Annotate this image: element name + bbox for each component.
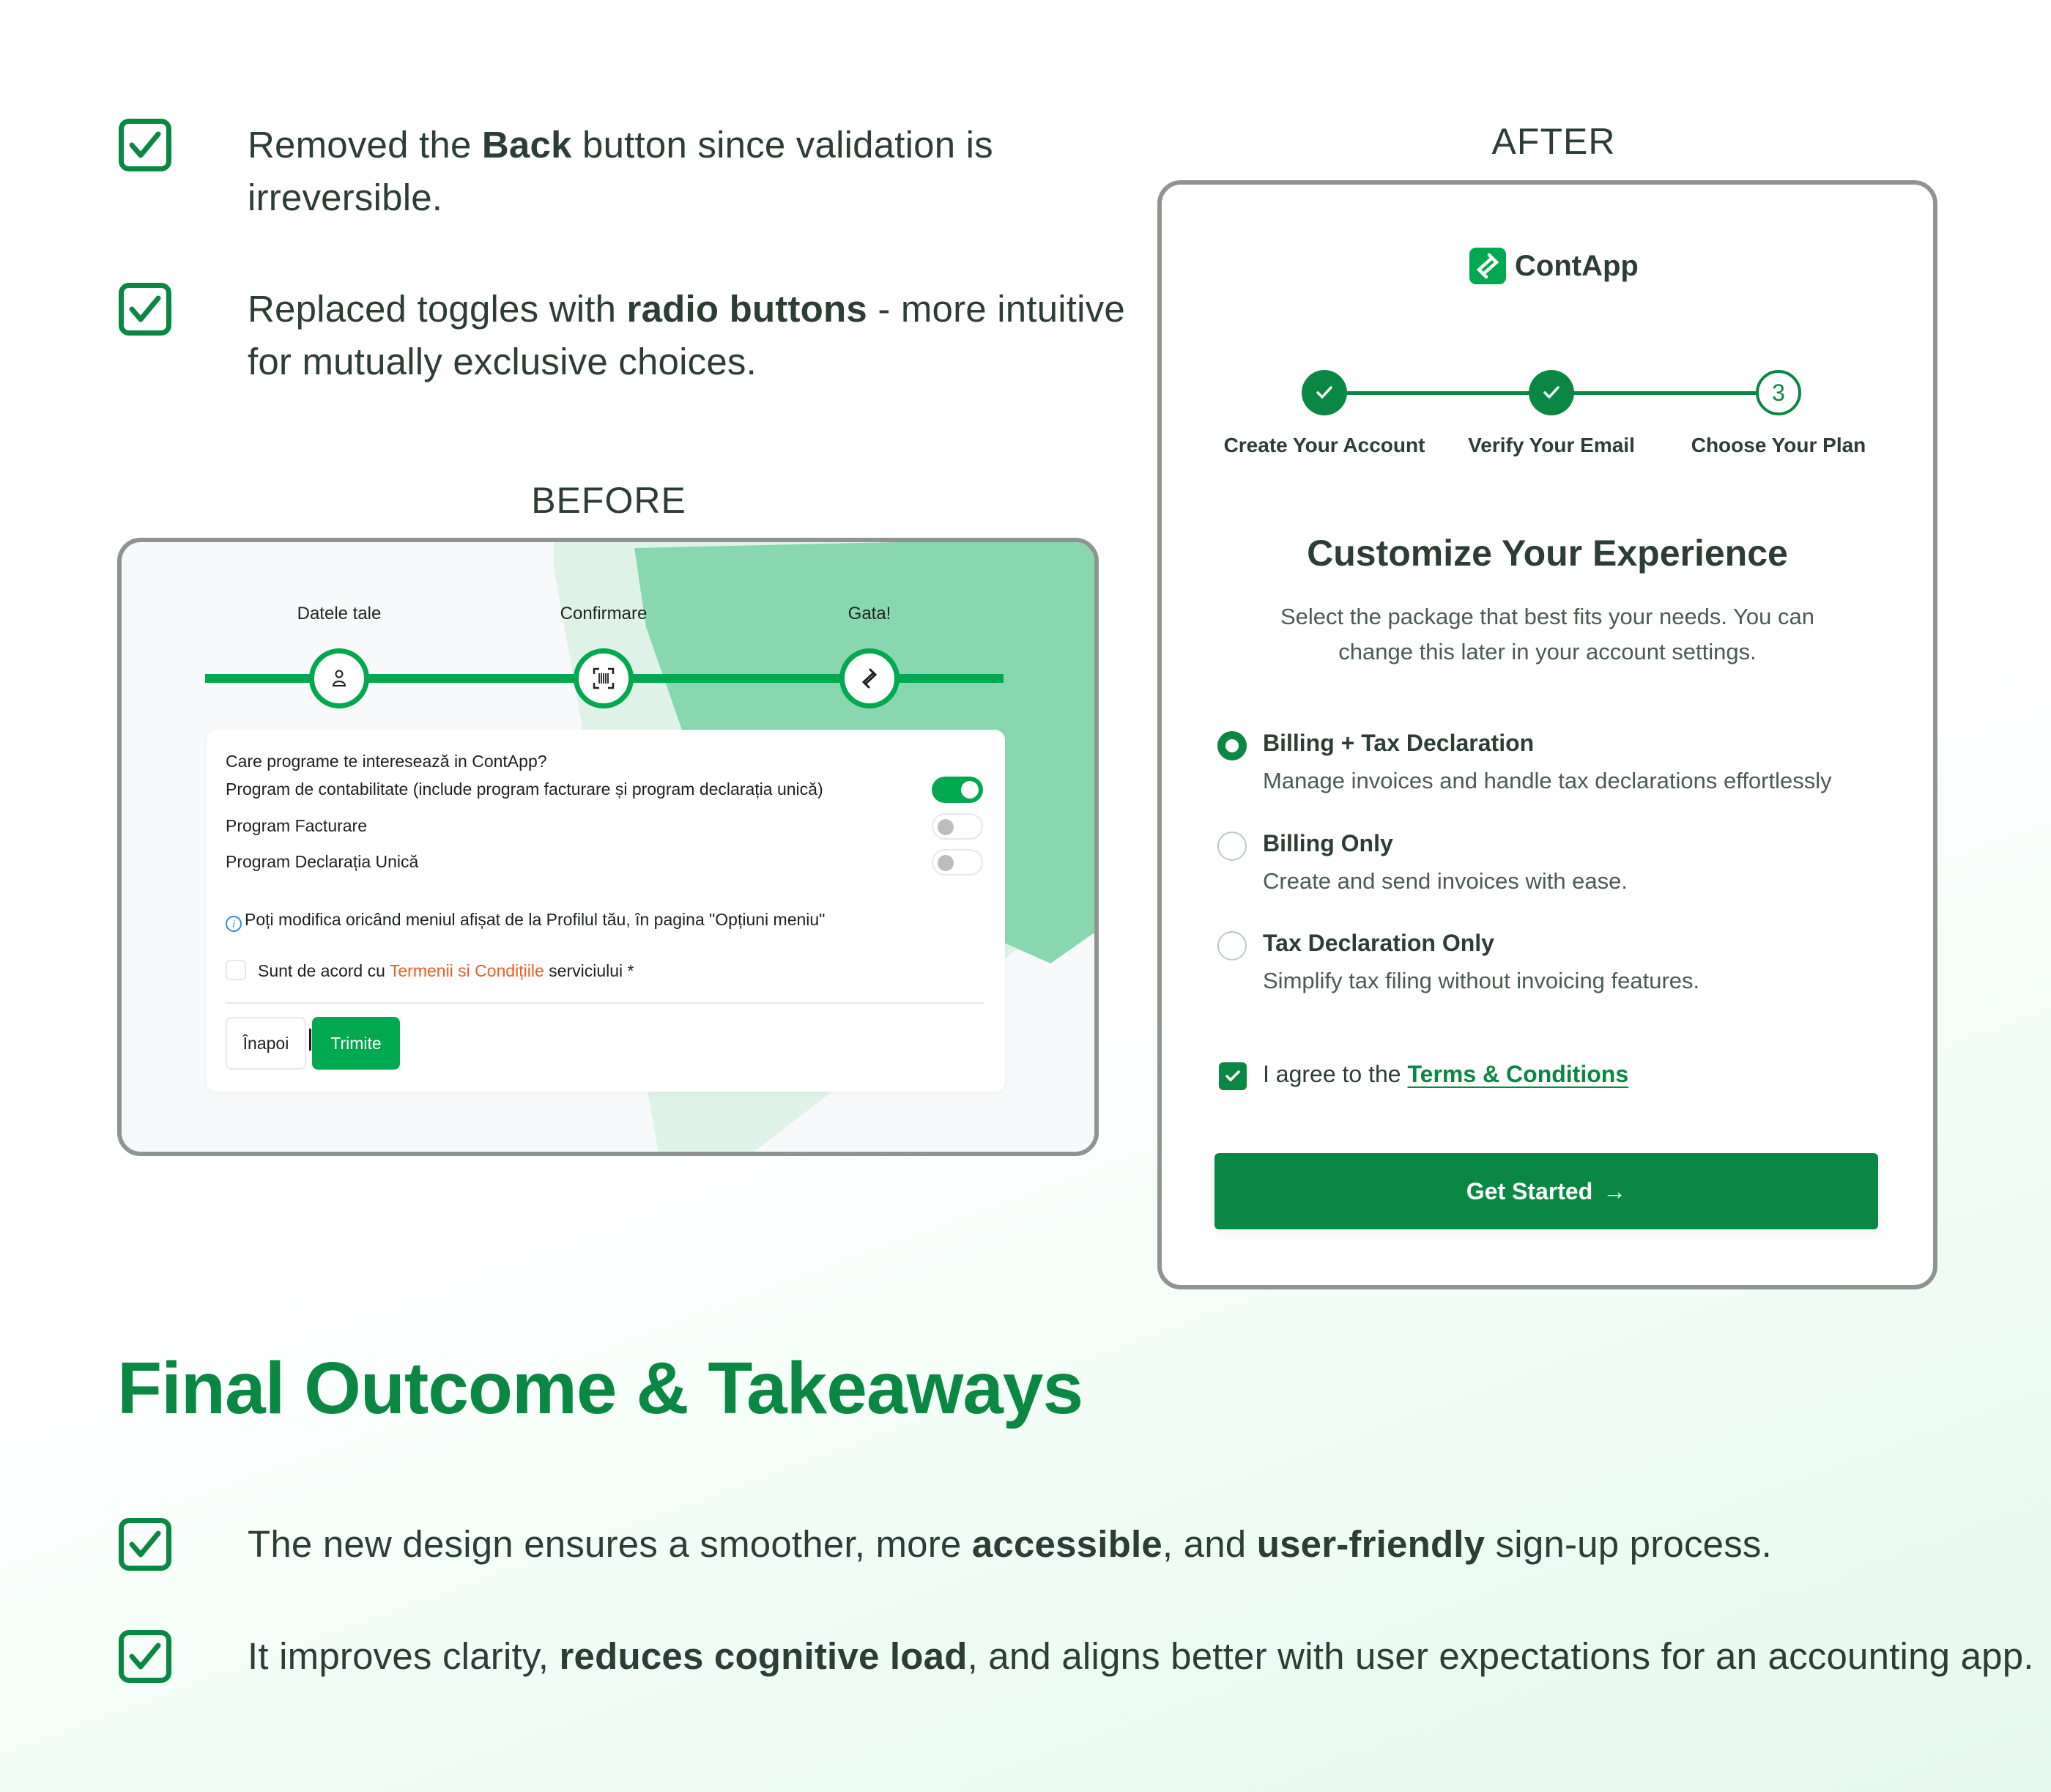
step-circle-done [1529,370,1574,415]
step-label: Gata! [848,604,891,623]
terms-link[interactable]: Termenii si Condițiile [389,961,544,980]
arrow-right-icon: → [1603,1177,1627,1204]
page-title: Customize Your Experience [1307,533,1788,574]
option-description: Simplify tax filing without invoicing fe… [1263,968,1700,993]
bullet-text: It improves clarity, reduces cognitive l… [248,1635,2034,1677]
option-label: Billing Only [1263,830,1393,856]
terms-label: Sunt de acord cu Termenii si Condițiile … [258,961,634,980]
stepper-line [1324,391,1551,395]
final-bullet-accessible: The new design ensures a smoother, more … [119,1518,1772,1571]
option-label: Program Declarația Unică [226,852,419,871]
before-label: BEFORE [531,480,686,521]
contapp-logo-icon [861,668,878,689]
step-label: Confirmare [560,604,648,623]
terms-link[interactable]: Terms & Conditions [1407,1061,1629,1087]
radio-button[interactable] [1217,832,1247,861]
step-label: Create Your Account [1223,434,1425,456]
get-started-button[interactable]: Get Started→ [1214,1153,1878,1229]
checkbox-check-icon [119,1518,171,1571]
step-circle-current: 3 [1756,370,1801,415]
before-screenshot-panel: Datele tale Confirmare Gata! Care progra… [117,538,1099,1156]
option-label: Billing + Tax Declaration [1263,730,1535,756]
radio-button[interactable] [1217,931,1247,960]
divider [226,1002,984,1004]
step-circle-3 [839,648,900,708]
terms-label: I agree to the Terms & Conditions [1263,1061,1629,1087]
terms-checkbox[interactable] [1219,1062,1247,1090]
contapp-logo-icon [1469,248,1506,284]
step-label: Verify Your Email [1468,434,1635,456]
check-icon [1225,1070,1240,1081]
toggle-program-declaratia-unica[interactable] [932,849,983,875]
step-circle-2 [574,648,634,708]
terms-checkbox[interactable] [226,960,246,980]
page-subtitle: Select the package that best fits your n… [1280,604,1814,664]
bullet-text: The new design ensures a smoother, more … [248,1523,1772,1565]
bullet-text: Replaced toggles with radio buttons - mo… [248,288,1125,382]
barcode-scan-icon [593,667,615,689]
checkbox-check-icon [119,283,171,336]
before-form-card: Care programe te interesează in ContApp?… [207,730,1005,1092]
intro-bullet-back-button: Removed the Back button since validation… [119,119,1127,224]
logo-text: ContApp [1515,249,1639,282]
step-circle-1 [309,648,369,708]
checkbox-check-icon [119,1630,171,1683]
final-bullet-cognitive-load: It improves clarity, reduces cognitive l… [119,1630,2034,1683]
option-label: Tax Declaration Only [1263,930,1494,956]
after-label: AFTER [1491,121,1616,162]
section-heading: Final Outcome & Takeaways [117,1347,1083,1429]
checkbox-check-icon [119,119,171,171]
back-button[interactable]: Înapoi [226,1017,306,1070]
option-description: Create and send invoices with ease. [1263,868,1628,894]
user-icon [332,670,346,686]
bullet-text: Removed the Back button since validation… [248,124,993,218]
stepper-line [1551,391,1779,395]
submit-button[interactable]: Trimite [309,1017,400,1070]
contapp-logo: ContApp [1469,248,1639,284]
toggle-program-facturare[interactable] [932,813,983,840]
step-circle-done [1302,370,1347,415]
option-description: Manage invoices and handle tax declarati… [1263,768,1832,793]
question-text: Care programe te interesează in ContApp? [226,752,547,771]
option-label: Program de contabilitate (include progra… [226,780,823,799]
after-screenshot-panel: ContApp 3 Create Your Account Verify You… [1157,180,1937,1289]
step-label: Datele tale [297,604,382,623]
check-icon [1316,386,1332,399]
info-icon: i [226,916,242,932]
intro-bullet-radio-buttons: Replaced toggles with radio buttons - mo… [119,283,1156,388]
toggle-program-contabilitate[interactable] [932,777,983,803]
option-label: Program Facturare [226,816,368,835]
radio-button[interactable] [1217,731,1247,760]
check-icon [1543,386,1559,399]
step-label: Choose Your Plan [1691,434,1866,456]
